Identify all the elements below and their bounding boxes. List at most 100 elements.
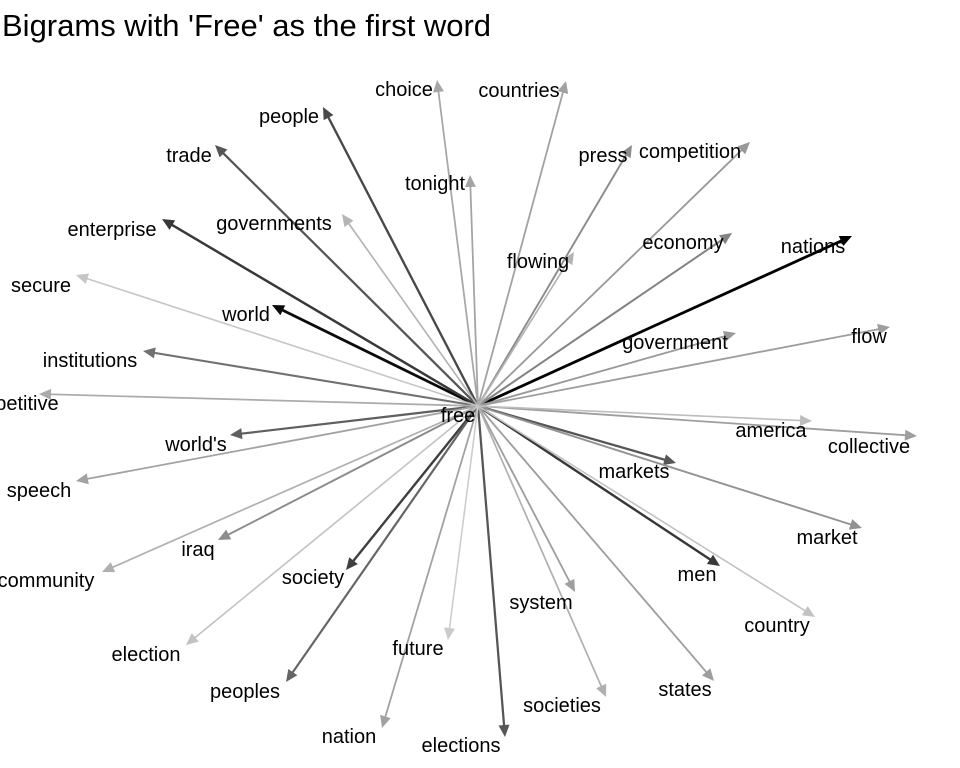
node-label-societies: societies [523,695,601,717]
edge-market [477,405,862,530]
node-label-countries: countries [478,80,559,102]
edge-line [477,405,709,675]
edge-line [477,153,628,407]
edge-flowing [477,252,574,407]
edge-arrowhead [848,519,862,530]
edge-arrowhead [562,252,574,266]
node-label-enterprise: enterprise [68,219,157,241]
edge-economy [477,233,732,407]
edge-arrowhead [801,605,815,617]
edge-america [477,405,812,426]
edge-countries [477,81,569,407]
edge-election [186,405,479,645]
edge-nation [380,405,479,728]
node-label-country: country [744,615,810,637]
edge-elections [476,405,510,737]
node-label-collective: collective [828,436,910,458]
edge-arrowhead [702,668,714,681]
edge-government [477,330,736,407]
node-label-choice: choice [375,79,433,101]
edge-community [102,405,479,573]
node-label-elections: elections [422,735,501,757]
edge-arrowhead [143,347,156,359]
node-label-economy: economy [642,232,723,254]
edge-arrowhead [272,305,286,316]
node-label-america: america [735,420,807,442]
edge-arrowhead [662,454,676,465]
edge-arrowhead [564,578,575,592]
node-label-nation: nation [322,726,377,748]
node-label-competitive: competitive [0,393,59,415]
edge-line [477,405,572,584]
node-label-community: community [0,570,94,592]
edge-arrowhead [718,233,732,245]
edge-societies [477,405,607,697]
node-label-men: men [678,564,717,586]
edge-line [85,277,479,407]
edge-arrowhead [433,80,444,93]
chart-title: Bigrams with 'Free' as the first word [2,8,492,43]
edge-arrowhead [737,142,750,155]
node-label-states: states [658,679,711,701]
edge-line [110,405,479,569]
edge-line [226,405,479,537]
edge-tonight [464,175,479,407]
edge-line [152,351,479,408]
edge-future [444,405,479,640]
edge-line [351,405,479,563]
edge-line [477,334,727,407]
edge-peoples [286,405,479,682]
node-label-government: government [622,332,728,354]
edge-line [477,405,807,613]
edge-line [477,404,713,562]
edge-arrowhead [596,683,607,697]
edge-arrowhead [498,724,510,737]
node-label-future: future [392,638,443,660]
edge-line [290,405,479,675]
edge-nations [477,235,852,408]
node-label-flowing: flowing [507,251,569,273]
node-label-peoples: peoples [210,681,280,703]
node-label-competition: competition [639,141,741,163]
edge-line [477,237,725,407]
node-label-market: market [796,527,858,549]
edge-arrowhead [799,414,812,426]
edge-arrowhead [76,273,90,284]
edge-line [85,405,479,481]
edge-arrowhead [218,529,232,540]
node-label-markets: markets [598,461,669,483]
edge-arrowhead [102,562,116,573]
edge-press [477,145,632,407]
edge-system [477,405,575,592]
edge-line [477,405,853,526]
edge-arrowhead [464,175,476,188]
edge-arrowhead [444,627,455,640]
edge-line [239,404,479,435]
node-label-election: election [112,644,181,666]
edge-arrowhead [346,557,358,570]
edge-trade [215,145,479,407]
edge-arrowhead [286,669,298,682]
edge-arrowhead [230,428,243,440]
edge-choice [433,80,479,407]
edge-line [477,260,570,407]
edge-country [477,405,815,617]
edge-competitive [39,388,479,407]
edge-society [346,405,479,570]
edge-line [476,405,506,728]
edge-collective [477,405,917,441]
edge-world [272,305,479,408]
edge-arrowhead [557,81,569,95]
edge-arrowhead [380,714,391,728]
node-label-institutions: institutions [43,350,138,372]
edge-line [169,223,479,408]
edge-line [477,327,881,407]
edge-arrowhead [904,429,917,441]
edge-line [469,184,479,407]
edge-iraq [218,405,479,540]
edge-line [448,405,479,631]
edge-arrowhead [621,145,632,159]
edge-arrowhead [162,219,176,230]
edge-arrowhead [323,107,334,121]
